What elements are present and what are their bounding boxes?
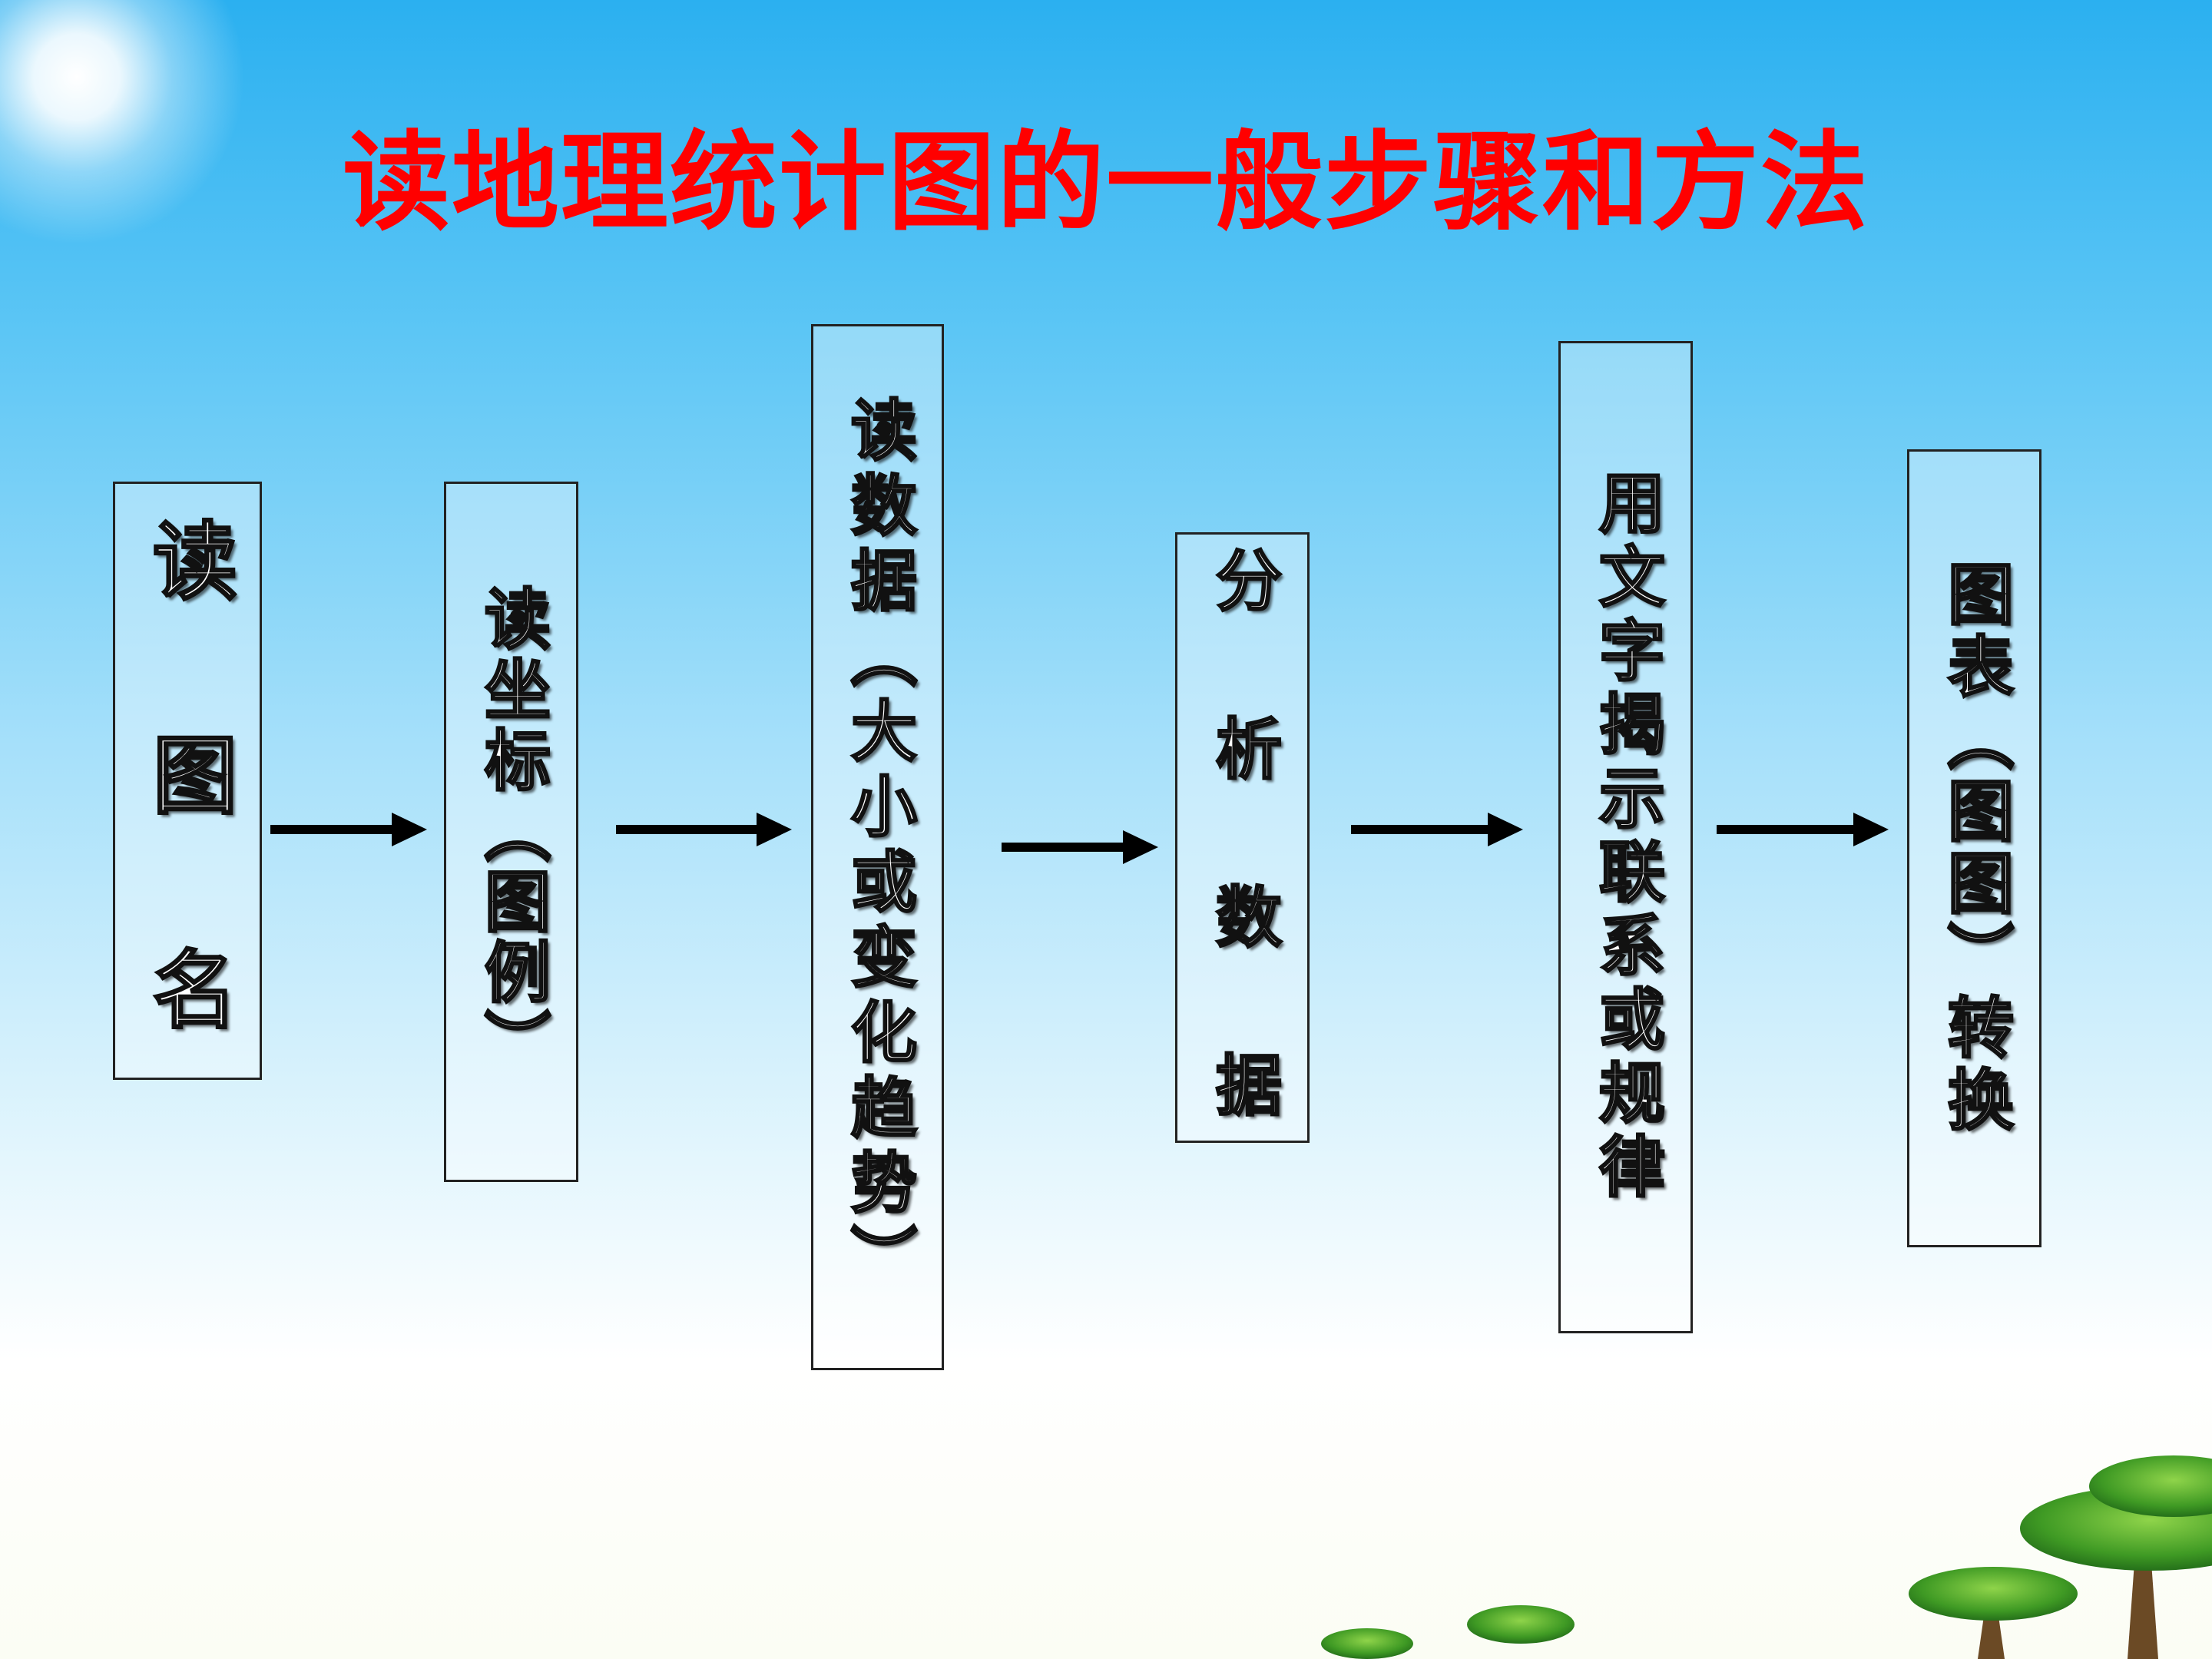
step-read-axes-text: 读坐标（图例） (478, 584, 545, 1079)
tree-middle (1909, 1567, 2078, 1659)
arrow-4-icon (1349, 806, 1526, 853)
tree-right (2020, 1455, 2212, 1659)
arrow-2-icon (614, 806, 795, 853)
step-chart-conversion-box: 图表（图图）转换 (1907, 449, 2041, 1247)
step-analyze-data-box: 分 析 数 据 (1175, 532, 1310, 1143)
step-read-title-text: 读 图 名 (145, 517, 230, 1045)
step-read-axes-box: 读坐标（图例） (444, 482, 578, 1182)
arrow-5-icon (1715, 806, 1892, 853)
step-read-data-text: 读数据（大小或变化趋势） (845, 396, 911, 1299)
step-reveal-patterns-text: 用文字揭示联系或规律 (1593, 469, 1659, 1206)
arrow-3-icon (1000, 824, 1161, 870)
step-analyze-data-text: 分 析 数 据 (1210, 546, 1276, 1129)
step-read-title-box: 读 图 名 (113, 482, 262, 1080)
arrow-1-icon (269, 806, 430, 853)
step-read-data-box: 读数据（大小或变化趋势） (811, 324, 944, 1370)
step-chart-conversion-text: 图表（图图）转换 (1942, 560, 2008, 1137)
tree-small (1321, 1605, 1575, 1659)
step-reveal-patterns-box: 用文字揭示联系或规律 (1558, 341, 1693, 1333)
page-title: 读地理统计图的一般步骤和方法 (0, 96, 2212, 251)
